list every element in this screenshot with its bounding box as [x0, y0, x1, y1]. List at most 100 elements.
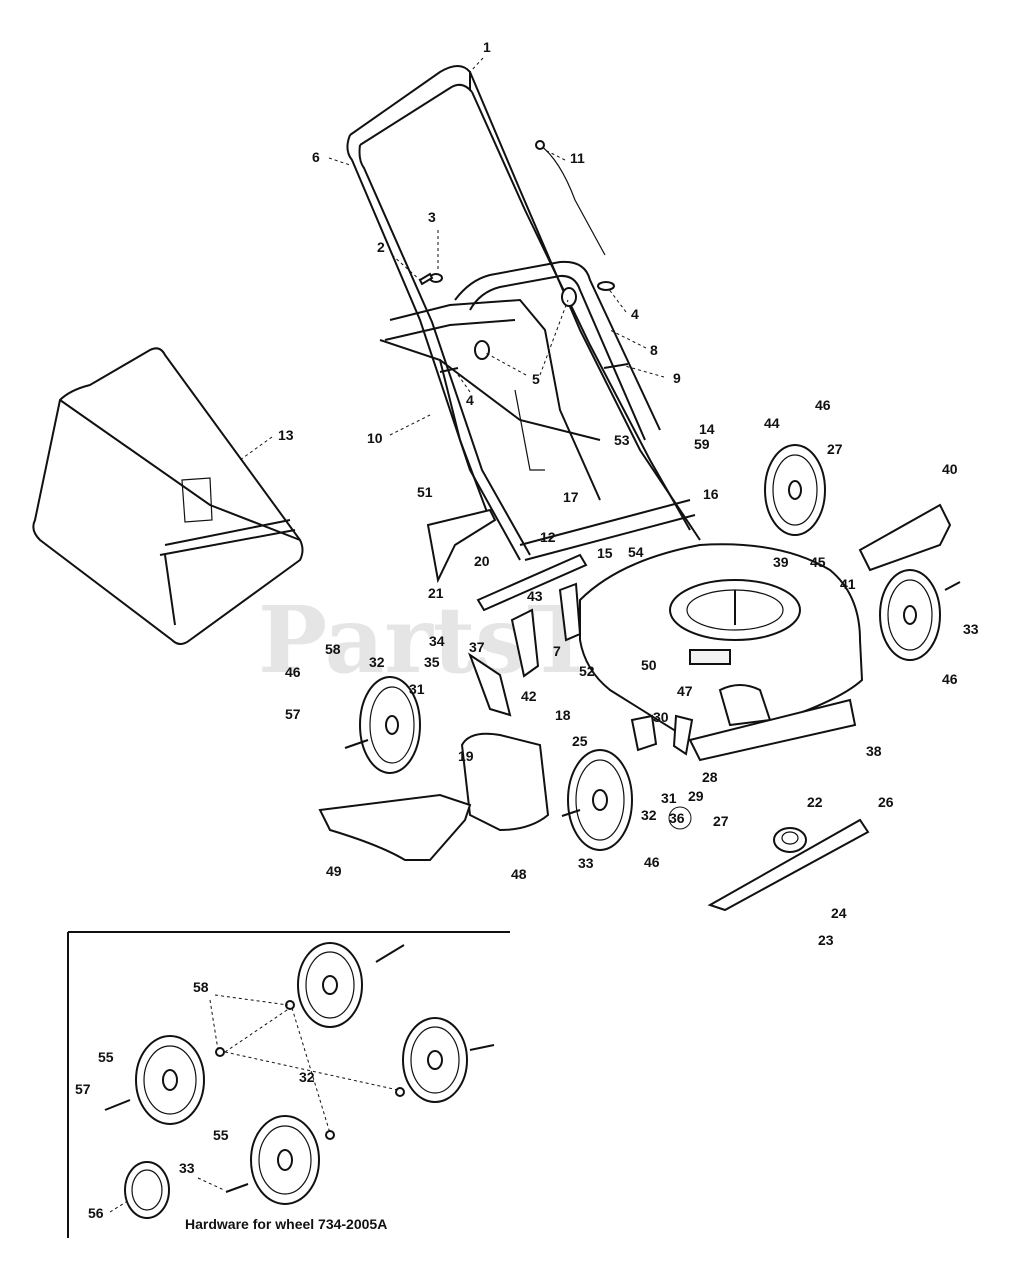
label-25: 25 — [572, 733, 588, 749]
label-3: 3 — [428, 209, 436, 225]
inset-wheel-2 — [135, 1035, 205, 1125]
label-16: 16 — [703, 486, 719, 502]
label-35: 35 — [424, 654, 440, 670]
label-50: 50 — [641, 657, 657, 673]
label-30: 30 — [653, 709, 669, 725]
part-48-chute — [460, 732, 550, 832]
label-57a: 57 — [285, 706, 301, 722]
label-52: 52 — [579, 663, 595, 679]
label-31a: 31 — [409, 681, 425, 697]
label-42: 42 — [521, 688, 537, 704]
label-15: 15 — [597, 545, 613, 561]
label-37: 37 — [469, 639, 485, 655]
label-33b: 33 — [578, 855, 594, 871]
part-26-blade — [707, 818, 870, 912]
label-45: 45 — [810, 554, 826, 570]
label-14: 14 — [699, 421, 715, 437]
leader-lines — [239, 57, 665, 461]
part-21-rod — [476, 553, 588, 612]
label-4a: 4 — [631, 306, 639, 322]
label-29: 29 — [688, 788, 704, 804]
label-58b: 58 — [193, 979, 209, 995]
label-46c: 46 — [285, 664, 301, 680]
wheel-rear-right — [879, 569, 961, 661]
label-20: 20 — [474, 553, 490, 569]
label-27a: 27 — [827, 441, 843, 457]
label-19: 19 — [458, 748, 474, 764]
inset-wheel-1 — [297, 942, 363, 1028]
label-1: 1 — [483, 39, 491, 55]
label-31b: 31 — [661, 790, 677, 806]
part-7 — [510, 608, 540, 678]
inset-caption: Hardware for wheel 734-2005A — [185, 1216, 387, 1232]
label-56: 56 — [88, 1205, 104, 1221]
part-42 — [467, 652, 512, 717]
label-53: 53 — [614, 432, 630, 448]
label-57b: 57 — [75, 1081, 91, 1097]
part-38-skirt — [688, 698, 857, 762]
inset-wheel-4 — [250, 1115, 320, 1205]
label-41: 41 — [840, 576, 856, 592]
label-28: 28 — [702, 769, 718, 785]
inset-wheel-3 — [402, 1017, 468, 1103]
label-55b: 55 — [213, 1127, 229, 1143]
label-22: 22 — [807, 794, 823, 810]
wheel-left — [344, 676, 421, 774]
label-54: 54 — [628, 544, 644, 560]
label-46b: 46 — [942, 671, 958, 687]
label-46d: 46 — [644, 854, 660, 870]
label-48: 48 — [511, 866, 527, 882]
inset-hubcap-56 — [124, 1161, 170, 1219]
label-24: 24 — [831, 905, 847, 921]
wheel-front — [561, 749, 633, 851]
wheel-rear-top — [764, 444, 826, 536]
label-32b: 32 — [641, 807, 657, 823]
label-43: 43 — [527, 588, 543, 604]
label-7: 7 — [553, 643, 561, 659]
label-18: 18 — [555, 707, 571, 723]
part-40-bracket — [858, 503, 952, 572]
label-47: 47 — [677, 683, 693, 699]
part-49-deflector — [318, 793, 472, 861]
label-4b: 4 — [466, 392, 474, 408]
label-21: 21 — [428, 585, 444, 601]
label-36-circle — [668, 806, 692, 830]
label-51: 51 — [417, 484, 433, 500]
label-13: 13 — [278, 427, 294, 443]
label-23: 23 — [818, 932, 834, 948]
part-28 — [672, 714, 694, 756]
label-32c: 32 — [299, 1069, 315, 1085]
label-2: 2 — [377, 239, 385, 255]
label-33c: 33 — [179, 1160, 195, 1176]
label-36: 36 — [669, 810, 685, 826]
mower-deck — [579, 543, 864, 742]
label-8: 8 — [650, 342, 658, 358]
label-27b: 27 — [713, 813, 729, 829]
label-46a: 46 — [815, 397, 831, 413]
label-39: 39 — [773, 554, 789, 570]
label-49: 49 — [326, 863, 342, 879]
label-33a: 33 — [963, 621, 979, 637]
part-labels: 1 2 3 4 4 5 6 7 8 9 10 11 12 13 14 15 16… — [75, 39, 979, 1232]
label-55a: 55 — [98, 1049, 114, 1065]
label-58a: 58 — [325, 641, 341, 657]
label-5: 5 — [532, 371, 540, 387]
part-51-plate — [426, 508, 497, 584]
label-9: 9 — [673, 370, 681, 386]
label-32a: 32 — [369, 654, 385, 670]
label-38: 38 — [866, 743, 882, 759]
label-44: 44 — [764, 415, 780, 431]
label-6: 6 — [312, 149, 320, 165]
inset-hardware — [67, 931, 510, 1238]
label-26: 26 — [878, 794, 894, 810]
label-12: 12 — [540, 529, 556, 545]
grass-bag — [32, 347, 304, 645]
label-10: 10 — [367, 430, 383, 446]
label-17: 17 — [563, 489, 579, 505]
label-11: 11 — [570, 150, 585, 166]
label-34: 34 — [429, 633, 445, 649]
part-52 — [558, 582, 582, 642]
label-59: 59 — [694, 436, 710, 452]
part-30 — [630, 714, 658, 752]
